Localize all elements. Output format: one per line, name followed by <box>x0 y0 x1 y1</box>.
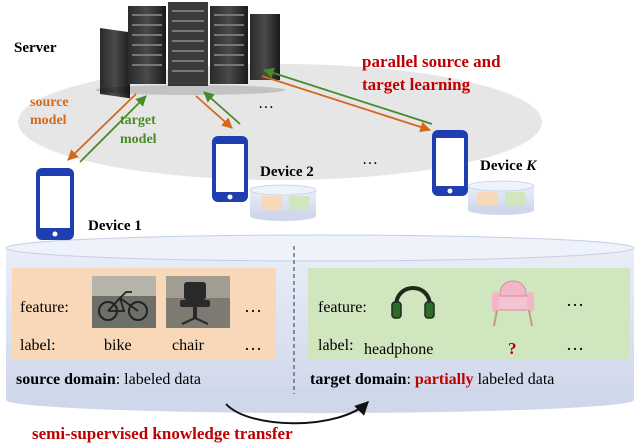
chair-photo <box>166 276 230 328</box>
target-label-label: label: <box>318 337 354 354</box>
device2-storage-cylinder-icon <box>249 184 317 221</box>
ellipsis-mid: … <box>362 151 378 168</box>
target-feature-label: feature: <box>318 299 367 316</box>
source-model-label-line1: source <box>30 95 69 110</box>
bike-photo <box>92 276 156 328</box>
source-model-label-line2: model <box>30 113 67 128</box>
source-feature-label: feature: <box>20 299 69 316</box>
source-domain-caption: source domain: labeled data <box>16 371 201 388</box>
device1-label: Device 1 <box>88 218 142 234</box>
target-model-label-line2: model <box>120 132 157 147</box>
device2-target-arrow <box>203 91 241 125</box>
device1-phone-icon <box>36 168 74 240</box>
source-item-chair: chair <box>172 337 205 354</box>
server-label: Server <box>14 40 57 56</box>
devicek-target-arrow <box>262 67 433 125</box>
source-feature-ellipsis: … <box>244 296 262 316</box>
target-domain-caption: target domain: partially labeled data <box>310 371 554 388</box>
server-rack-icon <box>95 2 285 99</box>
knowledge-transfer-caption: semi-supervised knowledge transfer <box>32 424 293 443</box>
target-label-ellipsis: … <box>566 334 584 354</box>
source-label-label: label: <box>20 337 56 354</box>
devicek-phone-icon <box>432 130 468 196</box>
device2-phone-icon <box>212 136 248 202</box>
source-model-arrow <box>67 93 137 161</box>
target-panel <box>308 268 630 360</box>
parallel-label-line2: target learning <box>362 75 471 94</box>
target-feature-ellipsis: … <box>566 290 584 310</box>
source-label-ellipsis: … <box>244 334 262 354</box>
headphone-icon <box>391 286 435 319</box>
target-model-label-line1: target <box>120 113 156 128</box>
source-item-bike: bike <box>104 337 132 354</box>
armchair-icon <box>492 280 534 327</box>
network-cloud <box>18 64 542 180</box>
target-item-headphone: headphone <box>364 341 433 358</box>
devicek-label: Device K <box>480 158 537 174</box>
target-model-arrow <box>79 95 147 163</box>
devicek-storage-cylinder-icon <box>467 180 535 215</box>
devicek-source-arrow <box>261 75 432 133</box>
device2-source-arrow <box>195 95 233 129</box>
curved-arrow-icon <box>225 401 369 425</box>
ellipsis-top: … <box>258 95 274 112</box>
parallel-label-line1: parallel source and <box>362 52 501 71</box>
device2-label: Device 2 <box>260 164 314 180</box>
target-item-unknown: ? <box>508 339 517 358</box>
